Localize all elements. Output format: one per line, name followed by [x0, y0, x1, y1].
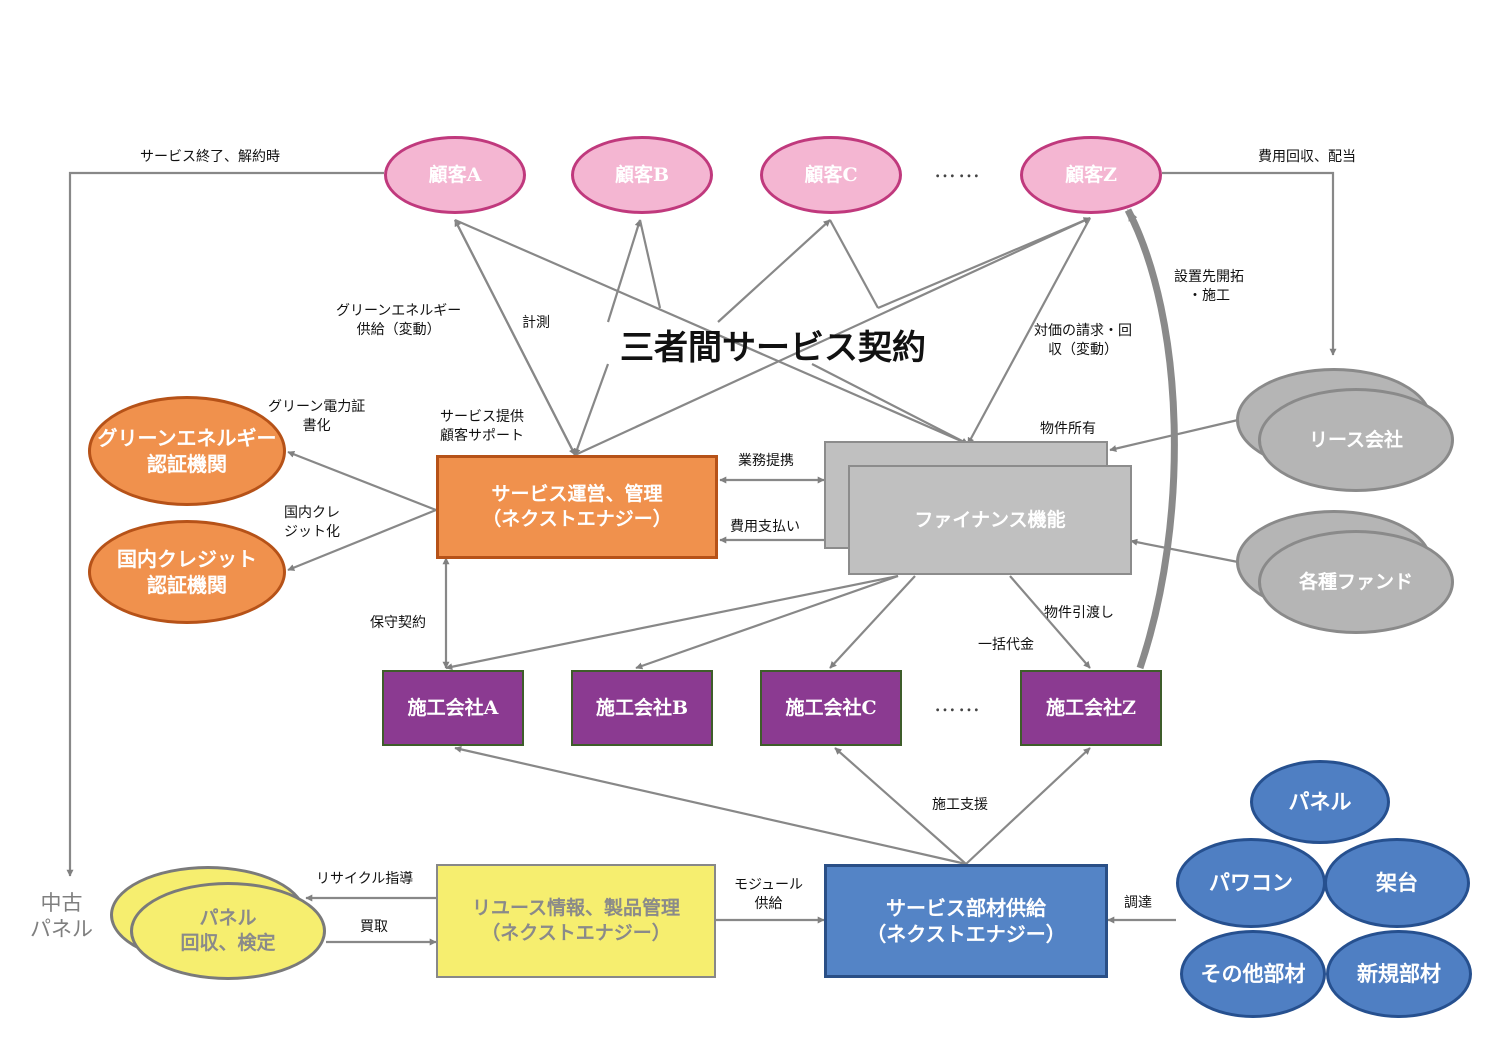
customer-a: 顧客A: [384, 136, 526, 214]
green-energy-certifier: グリーンエネルギー 認証機関: [88, 396, 286, 506]
customer-ellipsis: ……: [934, 158, 982, 183]
contractor-c: 施工会社C: [760, 670, 902, 746]
arrow-site-development: [1124, 208, 1178, 670]
label-site-development: 設置先開拓 ・施工: [1174, 269, 1244, 304]
line-customer-b-to-contract: [638, 219, 662, 309]
part-panel-label: パネル: [1288, 789, 1352, 815]
arrow-ops-to-green-cert: [287, 450, 437, 512]
reuse-info-box: リユース情報、製品管理 （ネクストエナジー）: [436, 864, 716, 978]
parts-supply-box: サービス部材供給 （ネクストエナジー）: [824, 864, 1108, 978]
arrow-ops-to-customer-z: [574, 217, 1091, 456]
label-property-ownership: 物件所有: [1040, 421, 1096, 437]
contractor-z-label: 施工会社Z: [1046, 696, 1136, 719]
part-new-label: 新規部材: [1357, 961, 1441, 987]
customer-z: 顧客Z: [1020, 136, 1162, 214]
contractor-a: 施工会社A: [382, 670, 524, 746]
panel-collection: パネル 回収、検定: [130, 882, 326, 980]
arrow-finance-to-contractor-a: [445, 574, 899, 671]
part-power-conditioner-label: パワコン: [1209, 870, 1293, 896]
domestic-credit-certifier: 国内クレジット 認証機関: [88, 520, 286, 624]
label-service-support: サービス提供 顧客サポート: [440, 409, 524, 444]
label-domestic-credit-conversion: 国内クレ ジット化: [284, 505, 340, 540]
label-construction-support: 施工支援: [932, 797, 988, 813]
domestic-credit-certifier-label: 国内クレジット 認証機関: [117, 547, 257, 597]
label-green-supply: グリーンエネルギー 供給（変動）: [336, 303, 462, 338]
label-module-supply: モジュール 供給: [734, 877, 804, 912]
finance-box: ファイナンス機能: [848, 465, 1132, 575]
label-cost-payment: 費用支払い: [730, 519, 800, 535]
arrow-customer-a-to-ops: [454, 219, 576, 456]
label-cost-recovery: 費用回収、配当: [1258, 149, 1356, 165]
reuse-info-label: リユース情報、製品管理 （ネクストエナジー）: [471, 897, 681, 944]
contractor-a-label: 施工会社A: [407, 696, 499, 719]
label-business-alliance: 業務提携: [738, 453, 794, 469]
funds-label: 各種ファンド: [1298, 570, 1413, 593]
label-handover: 物件引渡し: [1044, 605, 1114, 621]
customer-a-label: 顧客A: [428, 163, 482, 186]
part-mount: 架台: [1324, 838, 1470, 928]
part-other: その他部材: [1180, 930, 1326, 1018]
arrow-ops-to-credit-cert: [287, 508, 437, 572]
label-service-end: サービス終了、解約時: [140, 149, 280, 165]
customer-c: 顧客C: [760, 136, 902, 214]
finance-label: ファイナンス機能: [914, 508, 1066, 531]
arrow-supply-to-contractor-c: [834, 747, 967, 865]
label-lump-sum: 一括代金: [978, 637, 1034, 653]
contractor-z: 施工会社Z: [1020, 670, 1162, 746]
part-new: 新規部材: [1326, 930, 1472, 1018]
arrow-contract-to-customer-c: [717, 219, 831, 323]
arrow-funds-to-finance: [1130, 538, 1239, 564]
part-panel: パネル: [1250, 760, 1390, 844]
panel-collection-label: パネル 回収、検定: [180, 907, 276, 954]
funds: 各種ファンド: [1258, 530, 1454, 634]
contractor-ellipsis: ……: [934, 692, 982, 717]
label-billing: 対価の請求・回 収（変動）: [1034, 323, 1132, 358]
label-maintenance: 保守契約: [370, 615, 426, 631]
arrow-supply-to-contractor-z: [965, 747, 1091, 865]
arrow-contract-to-customer-z: [877, 216, 1091, 310]
arrow-service-end: [66, 171, 384, 877]
customer-c-label: 顧客C: [804, 163, 858, 186]
green-energy-certifier-label: グリーンエネルギー 認証機関: [97, 426, 277, 476]
customer-b: 顧客B: [571, 136, 713, 214]
label-procurement: 調達: [1124, 895, 1152, 911]
arrow-finance-to-contractor-c: [829, 575, 916, 669]
contractor-b: 施工会社B: [571, 670, 713, 746]
arrow-finance-to-contractor-b: [635, 574, 899, 670]
parts-supply-label: サービス部材供給 （ネクストエナジー）: [866, 896, 1066, 946]
arrow-contract-to-finance: [811, 363, 969, 445]
contractor-c-label: 施工会社C: [785, 696, 877, 719]
arrow-finance-to-contractor-z: [1009, 575, 1091, 669]
customer-b-label: 顧客B: [614, 163, 670, 186]
contractor-b-label: 施工会社B: [595, 696, 689, 719]
arrow-contract-to-ops: [573, 363, 610, 456]
customer-z-label: 顧客Z: [1065, 163, 1117, 186]
service-operations-box: サービス運営、管理 （ネクストエナジー）: [436, 455, 718, 559]
part-power-conditioner: パワコン: [1176, 838, 1326, 928]
used-panel-label: 中古 パネル: [30, 891, 93, 942]
lease-company: リース会社: [1258, 388, 1454, 492]
service-operations-label: サービス運営、管理 （ネクストエナジー）: [482, 483, 672, 530]
label-purchase: 買取: [360, 919, 388, 935]
arrow-customer-a-to-finance: [454, 218, 969, 446]
part-other-label: その他部材: [1200, 961, 1306, 987]
label-green-cert: グリーン電力証 書化: [268, 399, 366, 434]
part-mount-label: 架台: [1376, 870, 1418, 896]
arrow-cost-recovery: [1162, 171, 1337, 356]
lease-company-label: リース会社: [1308, 428, 1404, 451]
arrow-contract-to-customer-b: [606, 219, 642, 323]
label-recycle-guidance: リサイクル指導: [316, 871, 414, 887]
contract-title: 三者間サービス契約: [620, 328, 926, 368]
arrow-supply-to-contractor-a: [454, 745, 967, 866]
arrow-customer-z-to-finance: [967, 217, 1091, 445]
label-measurement: 計測: [522, 315, 550, 331]
line-customer-c-to-contract: [829, 219, 879, 309]
